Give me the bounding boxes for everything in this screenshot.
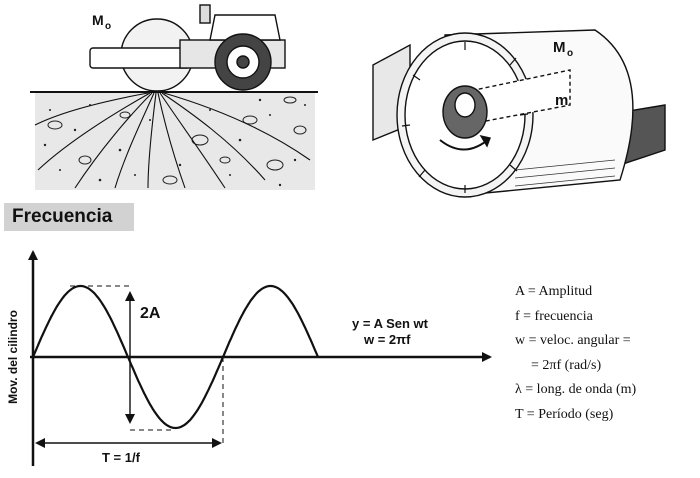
vibratory-drum-illustration: M o m (365, 0, 690, 205)
section-title: Frecuencia (4, 203, 134, 231)
y-axis-label: Mov. del cilindro (6, 310, 20, 404)
variable-legend: A = Amplitud f = frecuencia w = veloc. a… (515, 280, 695, 427)
legend-item-angular-velocity: w = veloc. angular = (515, 333, 631, 348)
equation-angular: w = 2πf (363, 332, 411, 347)
roller-compactor-illustration: M o (30, 0, 320, 195)
roller-machine (89, 4, 286, 92)
legend-item-angular-velocity-formula: = 2πf (rad/s) (531, 357, 602, 373)
equation-sine: y = A Sen wt (352, 316, 429, 331)
sine-wave-diagram: 2A T = 1/f y = A Sen wt w = 2πf Mov. del… (0, 238, 500, 473)
roller-mass-label: M (92, 12, 104, 28)
legend-item-wavelength: λ = long. de onda (m) (515, 382, 637, 397)
legend-item-amplitude: A = Amplitud (515, 284, 593, 299)
drum-body (372, 29, 666, 198)
legend-item-frequency: f = frecuencia (515, 308, 593, 324)
period-label: T = 1/f (102, 450, 141, 465)
drum-outer-mass-label: M (553, 39, 566, 56)
amplitude-label: 2A (140, 305, 161, 322)
soil-ground (30, 91, 318, 190)
legend-item-period: T = Período (seg) (515, 406, 614, 422)
drum-inner-mass-label: m (555, 92, 568, 109)
roller-mass-subscript: o (105, 21, 111, 32)
drum-outer-mass-subscript: o (567, 48, 573, 59)
